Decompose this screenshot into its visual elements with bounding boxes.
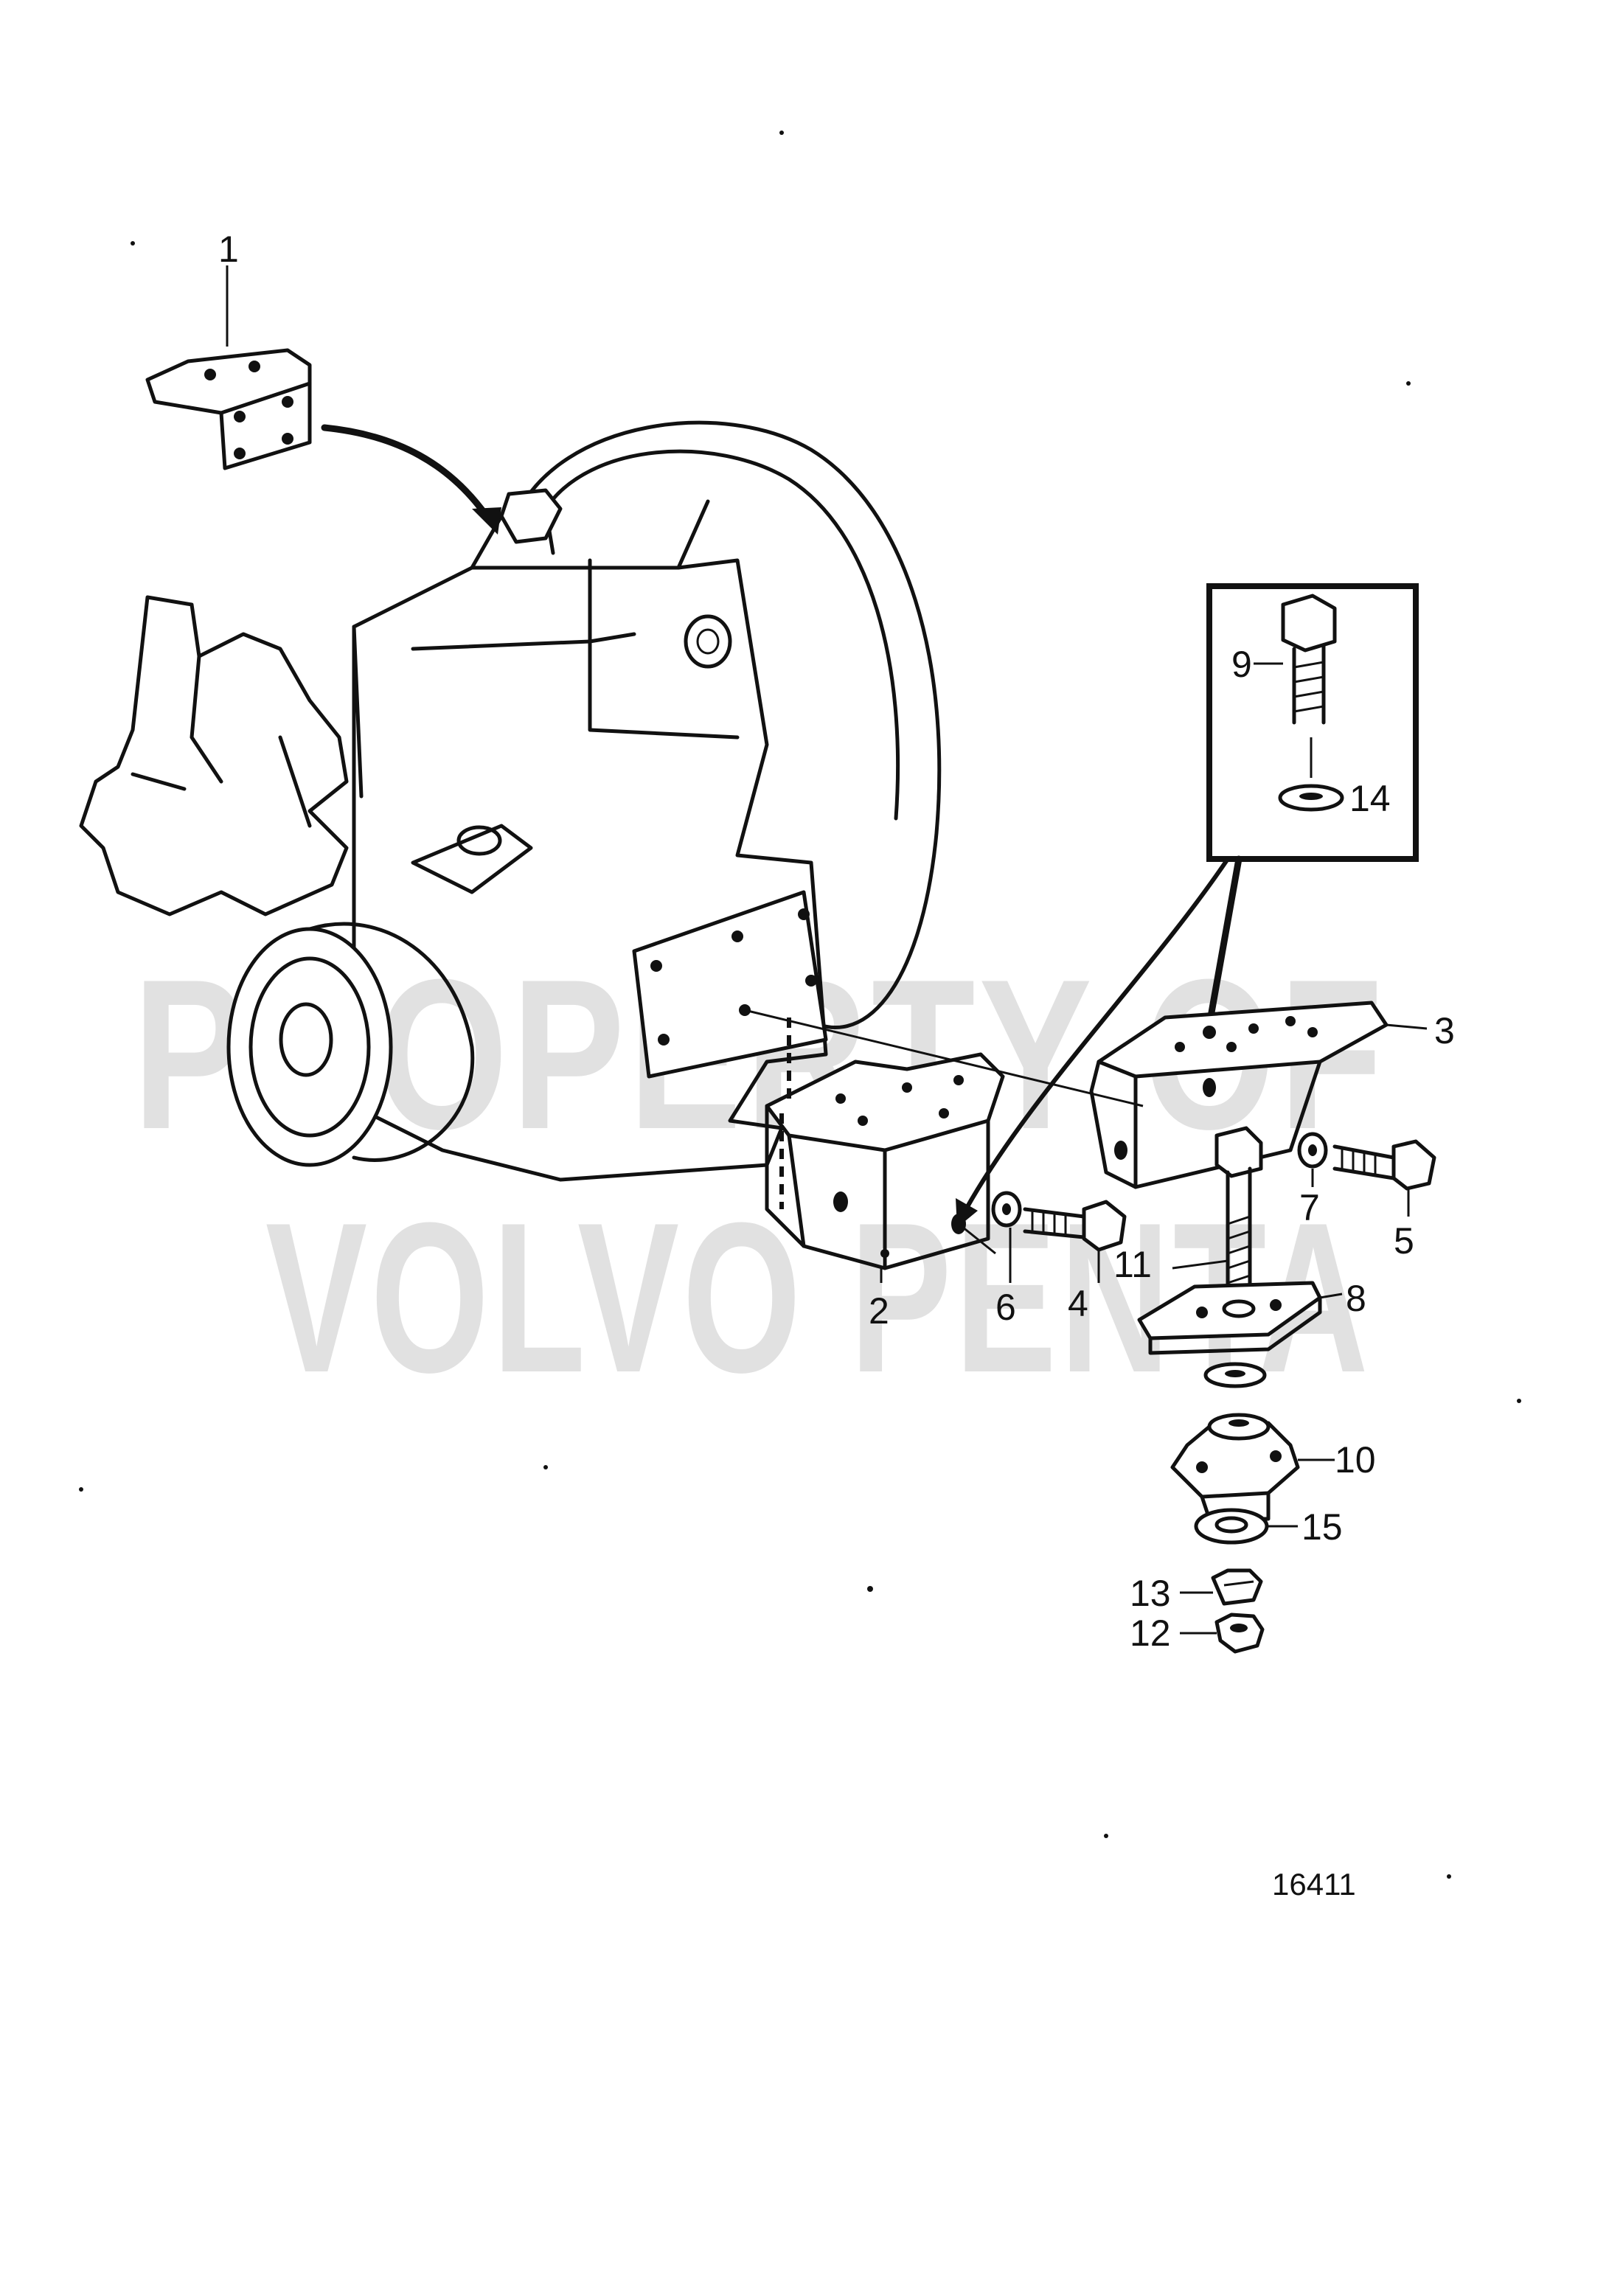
part-8-adjusting-plate	[1137, 1281, 1343, 1355]
part-15-washer	[1194, 1508, 1298, 1545]
part-4-bolt	[1023, 1200, 1127, 1252]
rubber-mount-washer	[1203, 1362, 1267, 1388]
callout-15: 15	[1301, 1506, 1343, 1548]
part-7-washer	[1297, 1132, 1328, 1169]
part-10-rubber-mount	[1170, 1413, 1335, 1521]
figure-number: 16411	[1272, 1867, 1356, 1902]
gearbox-housing	[79, 420, 942, 1182]
callout-4: 4	[1068, 1283, 1088, 1324]
detail-inset	[956, 583, 1419, 1228]
part-11-adjusting-stud	[1214, 1126, 1263, 1300]
callout-5: 5	[1394, 1220, 1414, 1262]
scan-specks	[79, 131, 1521, 1879]
part-2-mounting-bracket	[744, 1009, 1144, 1270]
part-13-spring-washer	[1180, 1568, 1263, 1606]
part-12-nut	[1180, 1613, 1265, 1654]
part-14-washer	[1278, 784, 1344, 812]
callout-11: 11	[1113, 1244, 1152, 1285]
part-1-lifting-bracket	[145, 348, 501, 535]
callout-1: 1	[218, 229, 239, 270]
callout-2: 2	[869, 1290, 889, 1332]
callout-9: 9	[1231, 644, 1252, 685]
part-9-bolt	[1281, 594, 1337, 725]
leader-lines	[226, 265, 1410, 1283]
part-6-washer	[991, 1191, 1022, 1228]
callout-8: 8	[1346, 1278, 1366, 1319]
callout-3: 3	[1434, 1010, 1455, 1051]
part-5-bolt	[1332, 1139, 1436, 1191]
callout-13: 13	[1130, 1573, 1171, 1614]
part-3-mounting-bracket	[1089, 1001, 1428, 1189]
callout-7: 7	[1299, 1187, 1320, 1228]
callout-10: 10	[1335, 1439, 1376, 1481]
callout-14: 14	[1349, 778, 1391, 819]
callout-6: 6	[995, 1287, 1016, 1328]
callout-12: 12	[1130, 1613, 1171, 1654]
callout-labels: 1 2 3 4 5 6 7 8 9 10 11 12 13 14 15	[218, 229, 1455, 1654]
